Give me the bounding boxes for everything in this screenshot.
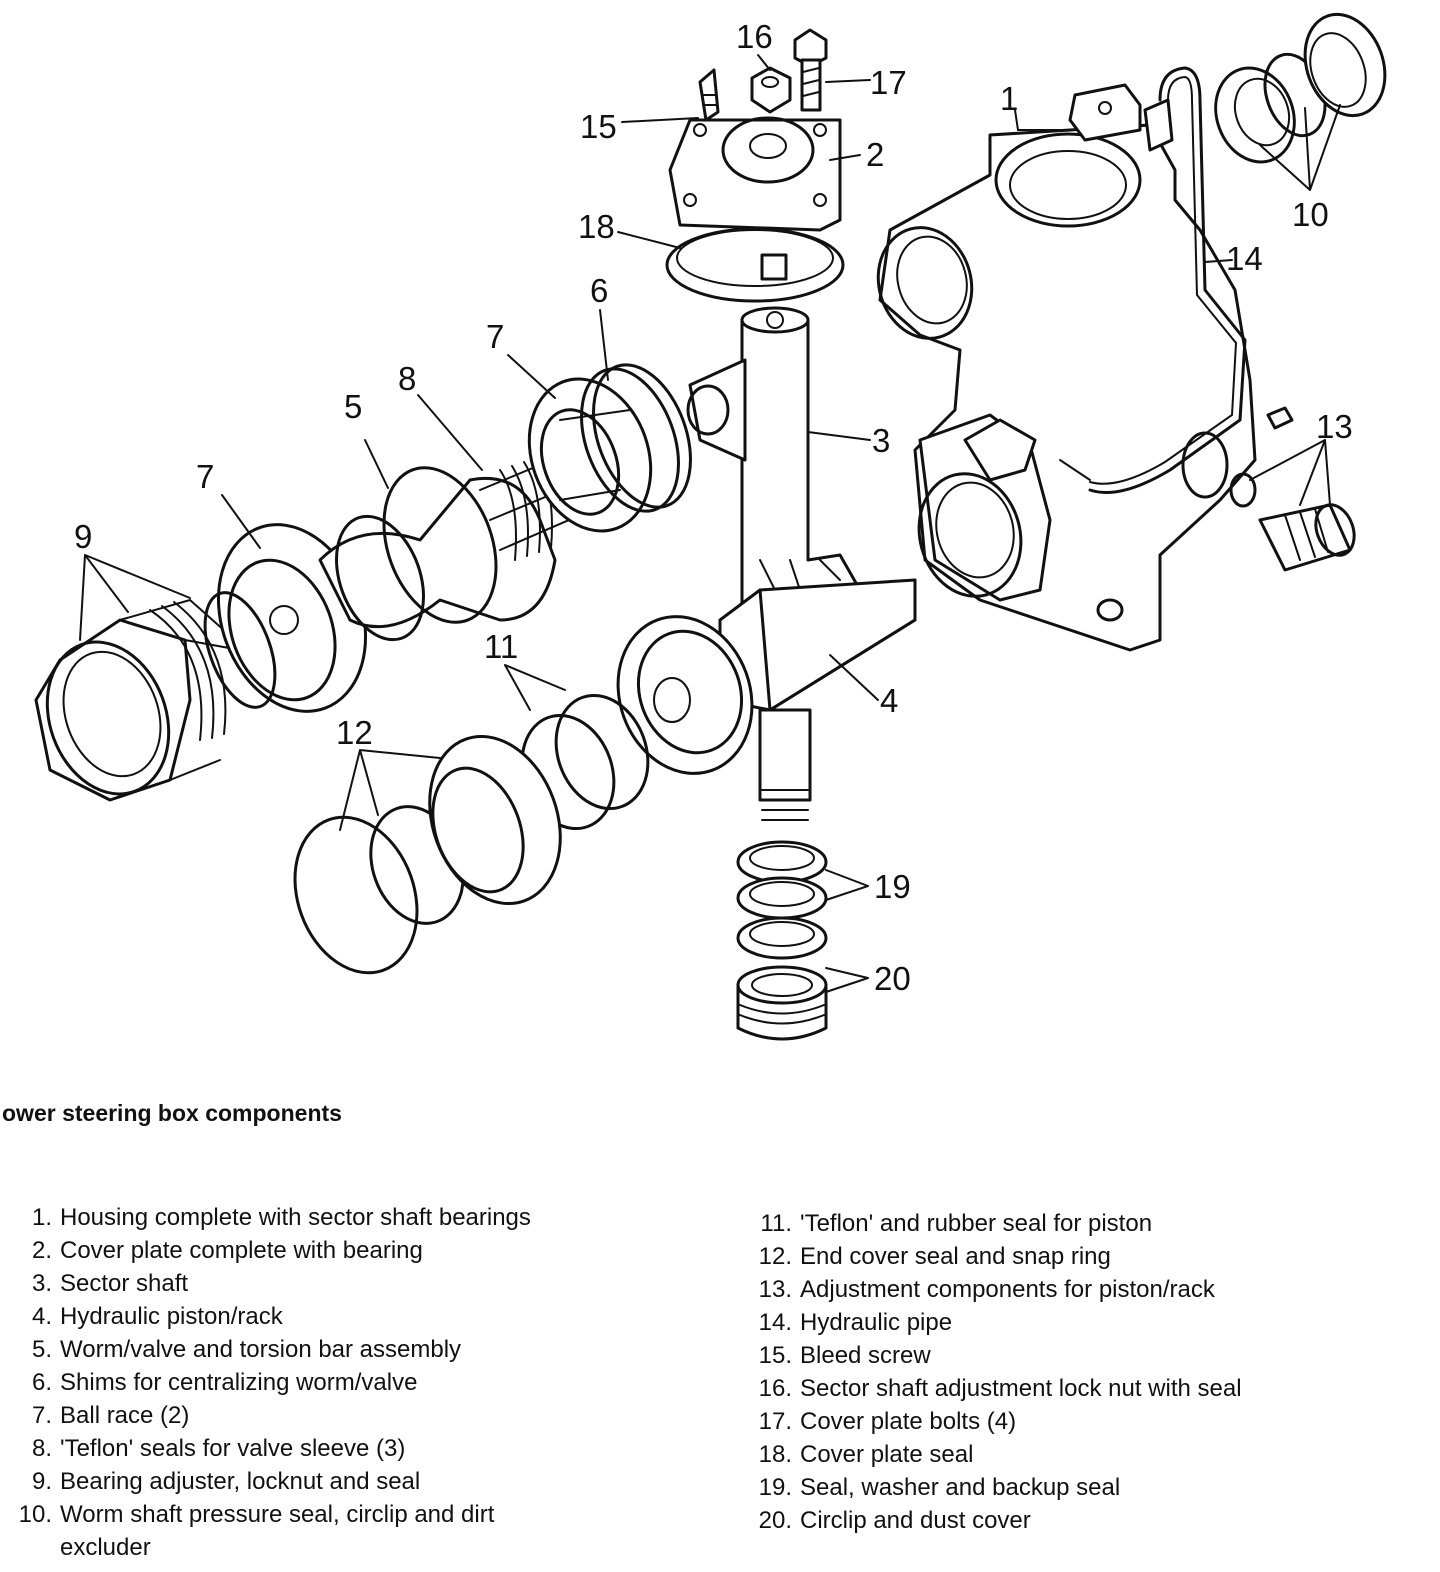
legend-right: 11.'Teflon' and rubber seal for piston 1… [744, 1207, 1424, 1537]
part-sector-shaft [686, 306, 862, 632]
callout-6: 6 [590, 272, 608, 309]
legend-item: 18.Cover plate seal [758, 1441, 974, 1468]
part-cover-bolt [793, 28, 828, 112]
callout-7-upper: 7 [486, 318, 504, 355]
legend-item: 13.Adjustment components for piston/rack [758, 1276, 1215, 1303]
part-lower-seals [736, 840, 828, 960]
part-dust-cover [736, 965, 828, 1041]
legend-item: 9.Bearing adjuster, locknut and seal [31, 1468, 421, 1495]
part-end-cover [293, 734, 562, 975]
callout-7-lower: 7 [196, 458, 214, 495]
callout-9: 9 [74, 518, 92, 555]
part-cover-seal [665, 227, 845, 303]
callout-5: 5 [344, 388, 362, 425]
callout-labels: 1 2 3 4 5 6 7 7 8 9 10 11 12 13 14 15 16… [74, 18, 1353, 997]
part-bearing-adjuster [34, 598, 241, 802]
part-teflon-seals [499, 457, 553, 561]
callout-2: 2 [866, 136, 884, 173]
legend-item: 1.Housing complete with sector shaft bea… [31, 1204, 531, 1231]
legend-item: 14.Hydraulic pipe [758, 1309, 953, 1336]
leader-lines [79, 54, 1341, 993]
callout-12: 12 [336, 714, 373, 751]
callout-15: 15 [580, 108, 617, 145]
callout-13: 13 [1316, 408, 1353, 445]
legend-item: 12.End cover seal and snap ring [758, 1243, 1111, 1270]
legend-item: 10.Worm shaft pressure seal, circlip and… [18, 1501, 495, 1561]
part-adjustment-components [1229, 406, 1356, 572]
legend-item: 19.Seal, washer and backup seal [758, 1474, 1121, 1501]
legend-item: 16.Sector shaft adjustment lock nut with… [758, 1375, 1242, 1402]
callout-4: 4 [880, 682, 898, 719]
legend-item: 5.Worm/valve and torsion bar assembly [31, 1336, 462, 1363]
callout-3: 3 [872, 422, 890, 459]
callout-8: 8 [398, 360, 416, 397]
callout-20: 20 [874, 960, 911, 997]
exploded-view-diagram: 1 2 3 4 5 6 7 7 8 9 10 11 12 13 14 15 16… [34, 12, 1387, 1041]
callout-1: 1 [1000, 80, 1018, 117]
part-bleed-screw [698, 68, 720, 122]
part-hydraulic-pipe [1088, 66, 1247, 494]
callout-14: 14 [1226, 240, 1263, 277]
legend-item: 3.Sector shaft [31, 1270, 189, 1297]
part-lock-nut [750, 66, 792, 114]
legend-item: 6.Shims for centralizing worm/valve [31, 1369, 418, 1396]
legend-item: 7.Ball race (2) [31, 1402, 190, 1429]
legend-item: 2.Cover plate complete with bearing [31, 1237, 423, 1264]
callout-18: 18 [578, 208, 615, 245]
legend-item: 17.Cover plate bolts (4) [758, 1408, 1017, 1435]
part-shims [580, 363, 692, 513]
legend-item: 20.Circlip and dust cover [758, 1507, 1031, 1534]
part-worm-seals [1214, 12, 1387, 164]
part-piston-rack [616, 578, 917, 821]
part-worm-valve [318, 439, 616, 642]
legend-item: 15.Bleed screw [758, 1342, 931, 1369]
callout-11: 11 [484, 628, 518, 665]
callout-10: 10 [1292, 196, 1329, 233]
callout-16: 16 [736, 18, 773, 55]
legend-item: 11.'Teflon' and rubber seal for piston [760, 1210, 1153, 1237]
part-cover-plate [668, 116, 842, 232]
figure-caption: ower steering box components [2, 1100, 342, 1126]
callout-17: 17 [870, 64, 907, 101]
legend-item: 4.Hydraulic piston/rack [31, 1303, 283, 1330]
part-housing [876, 83, 1257, 652]
callout-19: 19 [874, 868, 911, 905]
legend-left: 1.Housing complete with sector shaft bea… [4, 1201, 644, 1564]
legend-item: 8.'Teflon' seals for valve sleeve (3) [31, 1435, 406, 1462]
